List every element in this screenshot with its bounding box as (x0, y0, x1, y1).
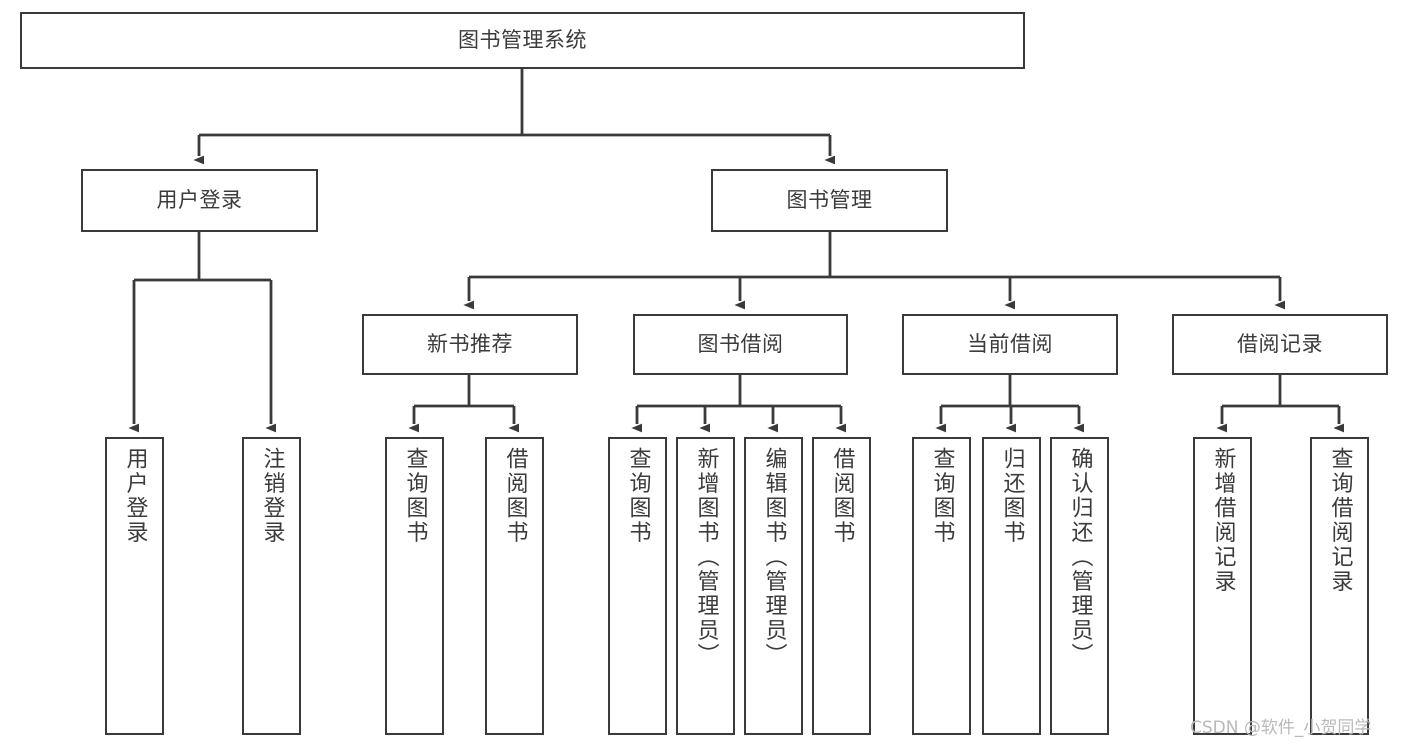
node-borrow-record-label: 借阅记录 (1237, 332, 1323, 357)
node-book-management-label: 图书管理 (786, 188, 873, 213)
node-borrow-record[interactable]: 借阅记录 (1172, 314, 1388, 375)
leaf-return-book[interactable]: 归还图书 (982, 437, 1041, 735)
leaf-add-borrow-record[interactable]: 新增借阅记录 (1193, 437, 1252, 735)
node-root[interactable]: 图书管理系统 (20, 12, 1025, 69)
leaf-confirm-return-admin[interactable]: 确认归还（管理员） (1050, 437, 1109, 735)
leaf-edit-book-admin[interactable]: 编辑图书（管理员） (744, 437, 803, 735)
leaf-logout-label: 注销登录 (259, 447, 285, 545)
leaf-confirm-return-admin-label: 确认归还（管理员） (1067, 447, 1093, 668)
leaf-add-book-admin-label: 新增图书（管理员） (693, 447, 719, 668)
node-book-borrow-label: 图书借阅 (697, 332, 784, 357)
leaf-query-book-recommend-label: 查询图书 (402, 447, 428, 545)
leaf-user-login[interactable]: 用户登录 (105, 437, 164, 735)
leaf-edit-book-admin-label: 编辑图书（管理员） (761, 447, 787, 668)
leaf-add-book-admin[interactable]: 新增图书（管理员） (676, 437, 735, 735)
node-book-borrow[interactable]: 图书借阅 (633, 314, 848, 375)
leaf-query-borrow-record[interactable]: 查询借阅记录 (1310, 437, 1369, 735)
node-current-borrow-label: 当前借阅 (967, 332, 1053, 357)
leaf-user-login-label: 用户登录 (122, 447, 148, 545)
leaf-borrow-book-recommend-label: 借阅图书 (502, 447, 528, 545)
leaf-add-borrow-record-label: 新增借阅记录 (1210, 447, 1236, 594)
leaf-query-borrow-record-label: 查询借阅记录 (1327, 447, 1353, 594)
leaf-return-book-label: 归还图书 (999, 447, 1025, 545)
leaf-borrow-book-recommend[interactable]: 借阅图书 (485, 437, 544, 735)
csdn-watermark: CSDN @软件_小贺同学 (1190, 718, 1372, 738)
leaf-borrow-book[interactable]: 借阅图书 (812, 437, 871, 735)
node-root-label: 图书管理系统 (458, 28, 587, 53)
node-book-management[interactable]: 图书管理 (711, 169, 948, 232)
leaf-query-book-current-label: 查询图书 (929, 447, 955, 545)
node-user-login[interactable]: 用户登录 (81, 169, 318, 232)
node-user-login-label: 用户登录 (156, 188, 243, 213)
leaf-borrow-book-label: 借阅图书 (829, 447, 855, 545)
node-new-book-recommend-label: 新书推荐 (427, 332, 513, 357)
node-new-book-recommend[interactable]: 新书推荐 (362, 314, 578, 375)
leaf-query-book-current[interactable]: 查询图书 (912, 437, 971, 735)
leaf-query-book-borrow-label: 查询图书 (625, 447, 651, 545)
leaf-logout[interactable]: 注销登录 (242, 437, 301, 735)
leaf-query-book-borrow[interactable]: 查询图书 (608, 437, 667, 735)
node-current-borrow[interactable]: 当前借阅 (902, 314, 1118, 375)
leaf-query-book-recommend[interactable]: 查询图书 (385, 437, 444, 735)
